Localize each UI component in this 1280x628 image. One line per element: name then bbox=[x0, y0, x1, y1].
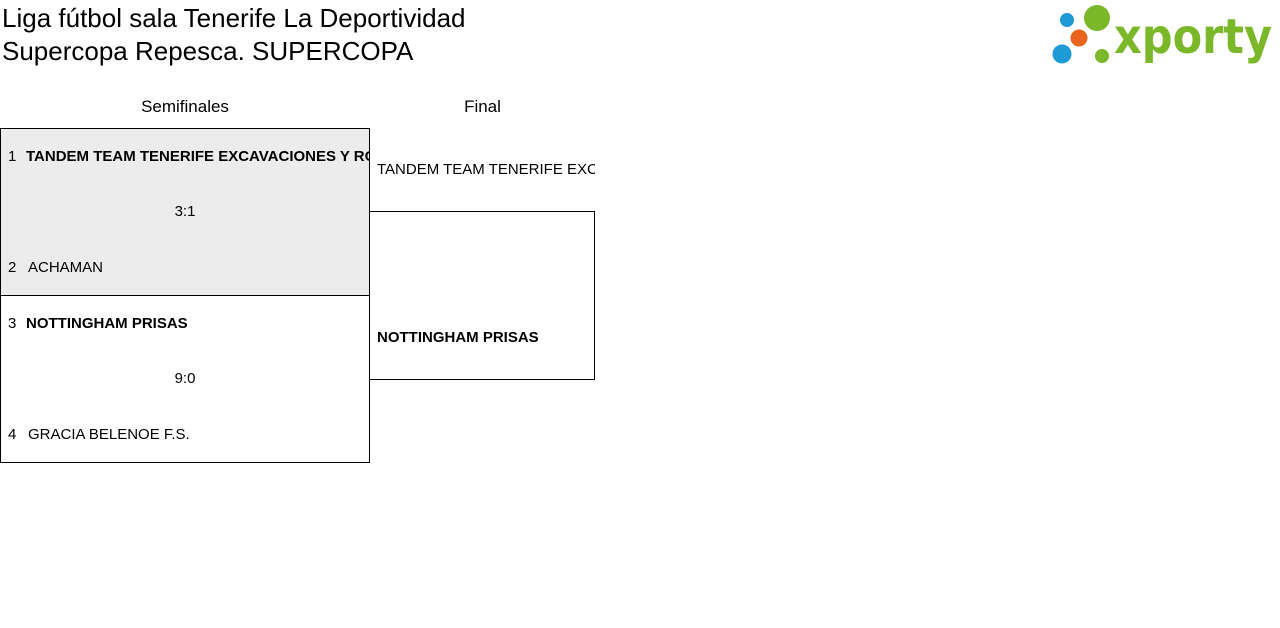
logo-dot-green bbox=[1084, 5, 1110, 31]
team-seed: 4 bbox=[8, 426, 17, 443]
team-name: ACHAMAN bbox=[28, 259, 104, 276]
match-2-team-top: 3 NOTTINGHAM PRISAS bbox=[1, 313, 369, 335]
logo-dot-green-small bbox=[1095, 49, 1109, 63]
team-seed: 3 bbox=[8, 315, 17, 332]
match-2-score: 9:0 bbox=[174, 370, 196, 387]
page-title-line-2: Supercopa Repesca. SUPERCOPA bbox=[2, 36, 414, 66]
team-name: NOTTINGHAM PRISAS bbox=[26, 315, 188, 332]
match-1-score: 3:1 bbox=[174, 203, 196, 220]
final-team-bottom[interactable]: NOTTINGHAM PRISAS bbox=[377, 329, 539, 346]
page-title: Liga fútbol sala Tenerife La Deportivida… bbox=[2, 2, 466, 68]
match-1-team-bottom: 2 ACHAMAN bbox=[1, 257, 369, 279]
logo-wordmark: xporty bbox=[1114, 9, 1272, 65]
xporty-logo: xporty bbox=[1052, 5, 1272, 65]
team-name: GRACIA BELENOE F.S. bbox=[28, 426, 190, 443]
page-title-line-1: Liga fútbol sala Tenerife La Deportivida… bbox=[2, 3, 466, 33]
round-header-semifinals: Semifinales bbox=[141, 97, 229, 116]
round-header-final: Final bbox=[464, 97, 501, 116]
team-name: TANDEM TEAM TENERIFE EXCAVACIONES Y RODR… bbox=[26, 148, 369, 165]
logo-dot-orange bbox=[1070, 29, 1088, 47]
final-team-top[interactable]: TANDEM TEAM TENERIFE EXCAVACIONES Y RODR… bbox=[377, 161, 595, 178]
semifinal-match-2[interactable]: 3 NOTTINGHAM PRISAS 9:0 4 GRACIA BELENOE F… bbox=[0, 295, 370, 463]
final-match-connector bbox=[370, 211, 595, 380]
team-seed: 1 bbox=[8, 148, 17, 165]
match-1-team-top: 1 TANDEM TEAM TENERIFE EXCAVACIONES Y ROD… bbox=[1, 146, 369, 168]
logo-dot-blue-top bbox=[1060, 13, 1074, 27]
match-2-team-bottom: 4 GRACIA BELENOE F.S. bbox=[1, 424, 369, 446]
logo-dot-blue-bottom bbox=[1052, 44, 1072, 64]
semifinal-match-1[interactable]: 1 TANDEM TEAM TENERIFE EXCAVACIONES Y ROD… bbox=[0, 128, 370, 296]
team-seed: 2 bbox=[8, 259, 17, 276]
